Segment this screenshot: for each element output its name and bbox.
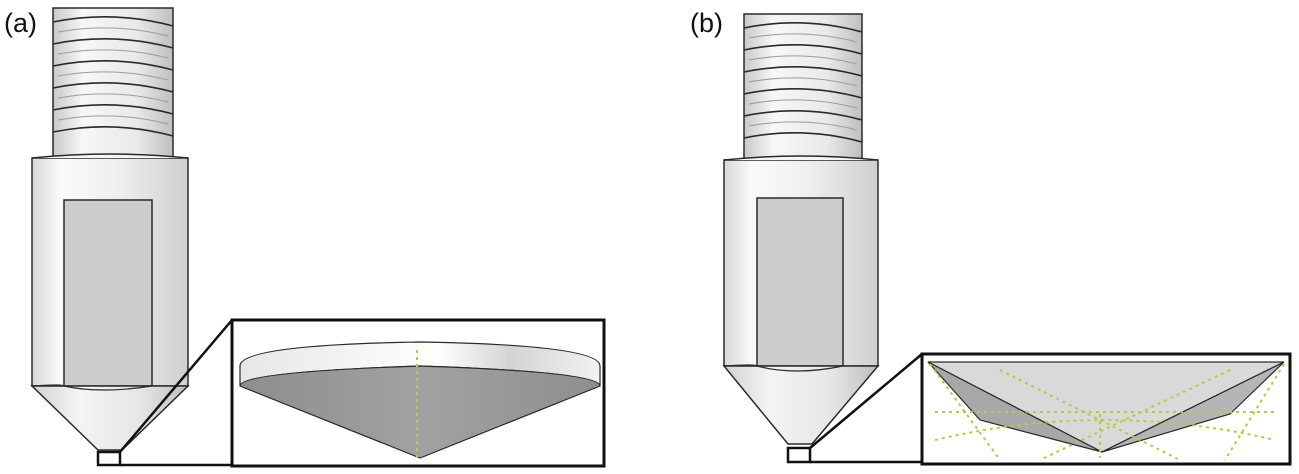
panel-a: (a) xyxy=(4,7,606,468)
pointed-tip-left-face xyxy=(927,361,1103,453)
zoom-inset-b xyxy=(920,352,1292,466)
zoom-region-marker-a xyxy=(96,450,122,467)
flat-tip-cone-face xyxy=(239,365,601,459)
panel-label-b: (b) xyxy=(690,8,723,38)
hidden-edge-guides xyxy=(929,363,1285,461)
hex-body-a xyxy=(31,153,189,387)
zoom-region-marker-b xyxy=(786,446,812,464)
pointed-tip-right-face xyxy=(1101,361,1285,453)
panel-label-a: (a) xyxy=(4,8,37,38)
zoom-inset-a xyxy=(230,318,606,468)
zoom-connector-top-b xyxy=(809,353,923,449)
panel-b: (b) xyxy=(690,8,1292,466)
zoom-connector-top-a xyxy=(119,319,233,453)
conical-tip-a xyxy=(30,384,190,451)
conical-tip-b xyxy=(722,364,880,445)
hex-body-b xyxy=(723,155,879,367)
screw-thread-a xyxy=(52,7,174,159)
screw-thread-b xyxy=(743,13,863,163)
